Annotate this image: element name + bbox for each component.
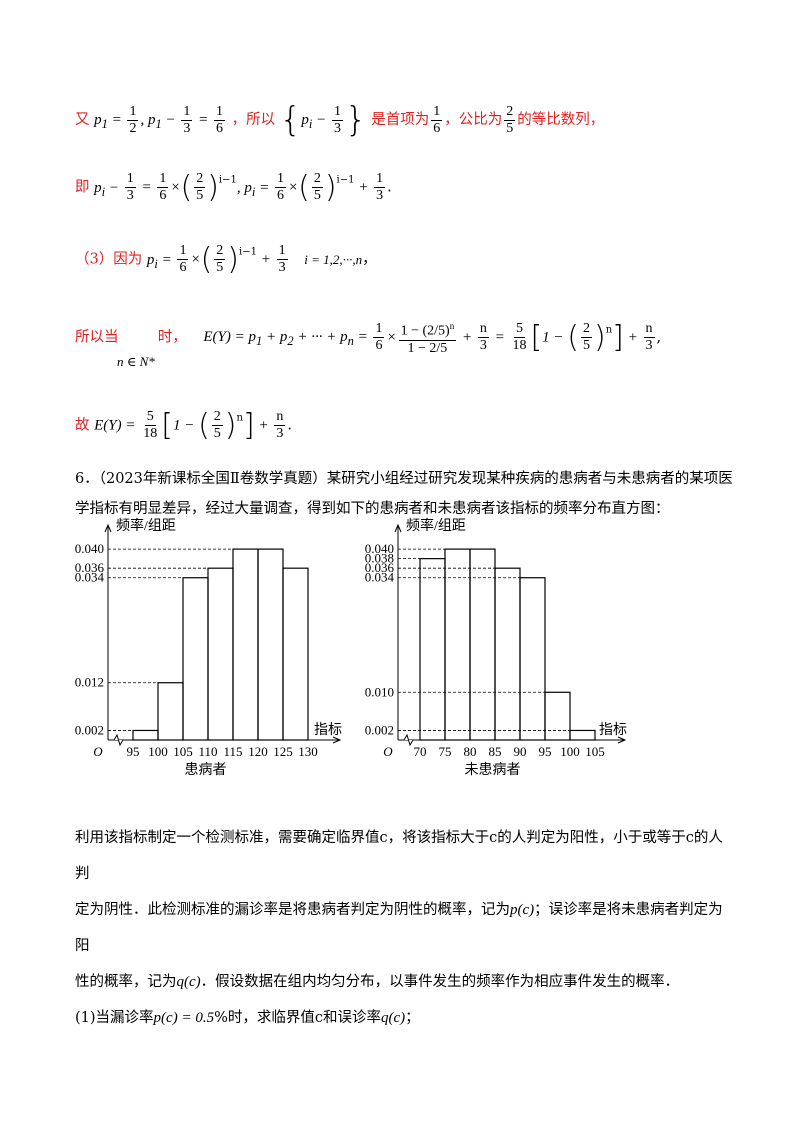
- histogram-bar: [282, 567, 309, 741]
- problem-paragraph: 利用该指标制定一个检测标准，需要确定临界值c，将该指标大于c的人判定为阳性，小于…: [75, 830, 723, 1026]
- y-tick-label: 0.010: [365, 684, 394, 699]
- y-axis-arrow: [394, 523, 402, 533]
- y-tick-label: 0.012: [75, 675, 104, 690]
- y-tick-label: 0.036: [365, 560, 395, 575]
- x-tick-label: 130: [298, 744, 318, 759]
- x-tick-label: 100: [148, 744, 168, 759]
- x-tick-label: 80: [464, 744, 477, 759]
- solution-line-4: 所以当 时， n ∈ N* E(Y) = p1 + p2 + ··· + pn …: [75, 319, 662, 369]
- histogram-bar: [494, 567, 521, 741]
- x-tick-label: 125: [273, 744, 293, 759]
- histogram-bar: [157, 682, 184, 741]
- histogram-bar: [232, 548, 259, 741]
- x-axis-arrow: [617, 736, 627, 744]
- x-tick-label: 100: [560, 744, 580, 759]
- problem-statement: 6．（2023年新课标全国Ⅱ卷数学真题）某研究小组经过研究发现某种疾病的患病者与…: [75, 471, 733, 517]
- histogram-bar: [182, 577, 209, 741]
- histogram-bar: [132, 729, 159, 741]
- x-axis-label: 指标: [599, 722, 627, 738]
- y-tick-label: 0.034: [365, 570, 395, 585]
- x-tick-label: 105: [173, 744, 193, 759]
- origin-label: O: [383, 744, 393, 759]
- y-tick-label: 0.038: [365, 551, 394, 566]
- x-tick-label: 90: [514, 744, 527, 759]
- axis-break: [113, 733, 124, 747]
- x-tick-label: 110: [198, 744, 217, 759]
- histogram-bar: [207, 567, 234, 741]
- x-tick-label: 95: [539, 744, 552, 759]
- histogram-bar: [544, 691, 571, 741]
- x-tick-label: 85: [489, 744, 502, 759]
- histogram-bar: [569, 729, 596, 741]
- y-axis-arrow: [104, 523, 112, 533]
- y-tick-label: 0.036: [75, 560, 105, 575]
- chart-title: 未患病者: [465, 762, 521, 778]
- y-axis-label: 频率/组距: [406, 517, 466, 534]
- histogram-bar: [257, 548, 284, 741]
- chart-title: 患病者: [185, 762, 227, 778]
- axis-break: [403, 733, 414, 747]
- x-tick-label: 105: [585, 744, 605, 759]
- origin-label: O: [93, 744, 103, 759]
- x-axis-arrow: [332, 736, 342, 744]
- x-tick-label: 95: [127, 744, 140, 759]
- histogram-bar: [419, 558, 446, 741]
- y-tick-label: 0.034: [75, 570, 105, 585]
- y-tick-label: 0.002: [365, 722, 394, 737]
- histogram-bar: [519, 577, 546, 741]
- y-tick-label: 0.040: [365, 541, 394, 556]
- y-axis-label: 频率/组距: [116, 517, 176, 534]
- y-tick-label: 0.002: [75, 722, 104, 737]
- x-tick-label: 75: [439, 744, 452, 759]
- y-tick-label: 0.040: [75, 541, 104, 556]
- x-tick-label: 70: [414, 744, 427, 759]
- x-tick-label: 115: [223, 744, 242, 759]
- x-tick-label: 120: [248, 744, 268, 759]
- x-axis-label: 指标: [314, 722, 342, 738]
